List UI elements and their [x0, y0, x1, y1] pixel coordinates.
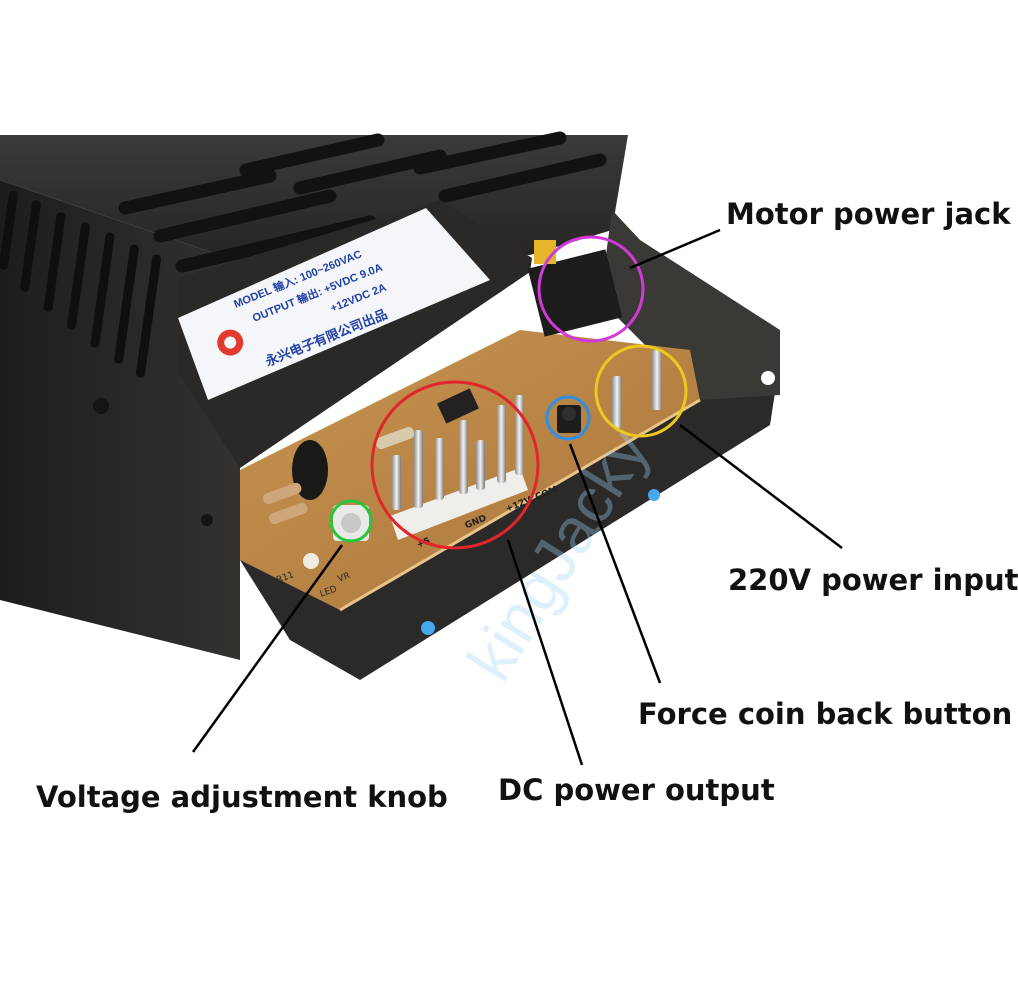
- leader-motor-jack: [629, 228, 721, 270]
- housing-end-flange: [600, 210, 780, 400]
- top-vents: [118, 131, 607, 273]
- potentiometer-knob: [341, 513, 361, 533]
- board-label-vr: VR: [337, 571, 352, 585]
- callout-dc-power-output: DC power output: [498, 773, 775, 807]
- button-highlight-ring: [545, 395, 591, 441]
- side-screw: [201, 514, 213, 526]
- dc-terminal-block: [390, 468, 528, 540]
- callout-motor-power-jack: Motor power jack: [726, 197, 1011, 231]
- dc-output-highlight-ring: [370, 380, 540, 550]
- force-coin-back-button-cap: [562, 407, 576, 421]
- resistor: [268, 502, 308, 525]
- leader-dc-output: [506, 539, 584, 766]
- motor-jack-body: [527, 249, 623, 337]
- capacitor: [292, 440, 328, 500]
- nameplate-logo: [217, 329, 244, 356]
- leader-220v-input: [679, 424, 843, 549]
- callout-voltage-adjustment-knob: Voltage adjustment knob: [36, 780, 448, 814]
- side-screw: [93, 398, 109, 414]
- leader-force-coin: [568, 443, 662, 684]
- nameplate: [178, 208, 490, 400]
- indicator-led: [303, 553, 319, 569]
- tray-dot: [648, 489, 660, 501]
- ic-chip: [437, 388, 479, 424]
- housing-base: [240, 360, 780, 680]
- leader-voltage-knob: [191, 544, 344, 753]
- leader-lines: [191, 228, 843, 766]
- callout-220v-power-input: 220V power input: [728, 563, 1018, 597]
- knob-highlight-ring: [329, 499, 373, 543]
- callout-force-coin-back-button: Force coin back button: [638, 697, 1013, 731]
- ac-input-highlight-ring: [594, 344, 688, 438]
- resistor: [262, 482, 302, 505]
- side-vents: [0, 190, 162, 378]
- ac-input-pins: [612, 350, 662, 428]
- resistor: [375, 426, 415, 450]
- housing-side: [0, 180, 240, 660]
- mount-hole: [761, 371, 775, 385]
- motor-jack-highlight-ring: [537, 235, 645, 343]
- tray-dot: [421, 621, 435, 635]
